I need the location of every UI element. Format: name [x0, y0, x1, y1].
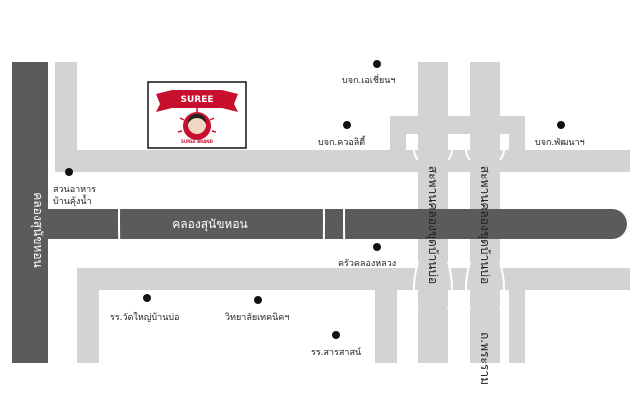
dot-college — [254, 296, 262, 304]
bridge-left-edge-c — [413, 261, 419, 311]
dot-school-wat — [143, 294, 151, 302]
dot-kitchen — [373, 243, 381, 251]
road-rama-label: ถ.พระราม — [478, 332, 492, 385]
canal-horizontal-label: คลองสุนัขหอน — [172, 217, 248, 232]
road-upper-ramp-right — [509, 116, 525, 156]
canal-vertical — [12, 62, 48, 363]
road-lower-ramp-right — [509, 268, 525, 363]
dot-school-sara — [332, 331, 340, 339]
dot-quality — [343, 121, 351, 129]
label-quality: บจก.ควอลิตี้ — [318, 135, 366, 148]
label-pattana: บจก.พัฒนาฯ — [535, 138, 585, 148]
bridge-left-edge-b — [447, 139, 453, 161]
brand-sub: SUREE BRAND — [181, 139, 214, 144]
brand-ribbon — [156, 90, 238, 112]
dot-asia — [373, 60, 381, 68]
bridge-left-label: สะพานคลองขุดบ้านบ่อ — [425, 166, 440, 284]
bridge-mark-3 — [343, 171, 346, 269]
label-kitchen: ครัวคลองหลวง — [338, 259, 396, 269]
road-upper-ramp-left — [390, 116, 406, 156]
road-upper-ramp — [390, 116, 525, 134]
brand-portrait — [188, 116, 206, 134]
bridge-right-edge-b — [499, 139, 505, 161]
bridge-right-label: สะพานคลองขุดบ้านบ่อ — [477, 166, 492, 284]
label-school-wat: รร.วัดใหญ่บ้านบ่อ — [110, 312, 179, 323]
canal-network — [12, 62, 627, 363]
bridge-left-edge-d — [447, 261, 453, 311]
bridge-markings — [118, 139, 505, 311]
dot-pattana — [557, 121, 565, 129]
brand-portrait-hair — [188, 114, 206, 124]
bridge-mark-2 — [322, 171, 325, 269]
label-school-sara: รร.สารสาสน์ — [311, 346, 361, 358]
road-left-vertical — [55, 62, 77, 172]
brand-name: SUREE — [180, 95, 213, 105]
label-garden-2: บ้านคุ้งน้ำ — [53, 194, 92, 207]
canal-horizontal — [48, 209, 627, 239]
landmark-dots — [65, 60, 565, 339]
bridge-mark-1 — [118, 171, 121, 269]
suree-brand-logo: SUREE SUREE BRAND — [147, 81, 247, 149]
road-lower-horizontal — [77, 268, 630, 290]
bridge-left-edge-a — [413, 139, 419, 161]
dot-garden — [65, 168, 73, 176]
label-asia: บจก.เอเชี่ยนฯ — [342, 73, 395, 86]
bridge-right-edge-a — [465, 139, 471, 161]
bridge-right-edge-d — [499, 261, 505, 311]
canal-vertical-label: คลองสุนัขหอน — [30, 192, 45, 268]
label-garden: สวนอาหาร — [53, 185, 96, 195]
label-college: วิทยาลัยเทคนิคฯ — [225, 312, 289, 323]
road-lower-left-vertical — [77, 268, 99, 363]
brand-sun-rays — [177, 108, 217, 133]
bridge-right-edge-c — [465, 261, 471, 311]
road-lower-middle-vertical — [375, 268, 397, 363]
road-upper-horizontal — [55, 150, 630, 172]
